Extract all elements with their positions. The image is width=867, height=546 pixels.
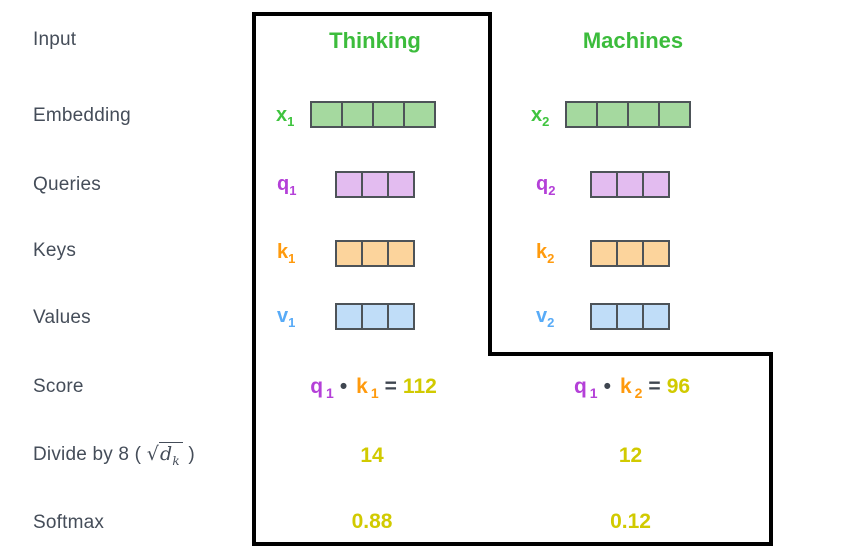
vector-cell (335, 171, 363, 198)
outline-right-lower-edge (769, 352, 773, 546)
value-vector-v2 (590, 303, 670, 330)
vector-label-v2: v2 (536, 305, 555, 330)
row-label-input: Input (33, 29, 77, 50)
vector-cell (616, 171, 644, 198)
outline-right-upper-edge (488, 12, 492, 356)
row-label-values: Values (33, 307, 91, 328)
vector-cell (642, 240, 670, 267)
vector-label-v1: v1 (277, 305, 296, 330)
vector-cell (335, 240, 363, 267)
vector-cell (310, 101, 343, 128)
vector-label-k1: k1 (277, 241, 296, 266)
vector-cell (361, 171, 389, 198)
row-label-divide: Divide by 8 ( √dk ) (33, 442, 195, 468)
row-label-keys: Keys (33, 240, 77, 261)
vector-cell (616, 303, 644, 330)
vector-cell (596, 101, 629, 128)
dot-product-symbol: • (339, 375, 348, 398)
embedding-vector-x1 (310, 101, 436, 128)
vector-cell (565, 101, 598, 128)
divide-label-prefix: Divide by 8 ( (33, 444, 142, 465)
outline-left-edge (252, 12, 256, 546)
dot-product-symbol: • (603, 375, 611, 398)
vector-label-x1: x1 (276, 104, 295, 129)
vector-cell (341, 101, 374, 128)
query-vector-q2 (590, 171, 670, 198)
score1-result: 112 (402, 375, 437, 398)
vector-label-q2: q2 (536, 173, 556, 198)
vector-cell (335, 303, 363, 330)
vector-cell (642, 171, 670, 198)
vector-label-x2: x2 (531, 104, 550, 129)
vector-label-k2: k2 (536, 241, 555, 266)
vector-cell (403, 101, 436, 128)
divide-result-thinking: 14 (360, 444, 384, 467)
key-vector-k2 (590, 240, 670, 267)
softmax-result-thinking: 0.88 (351, 510, 393, 533)
divide-result-machines: 12 (618, 444, 643, 467)
divide-label-suffix: ) (188, 444, 195, 465)
outline-step-edge (488, 352, 773, 356)
row-label-queries: Queries (33, 174, 101, 195)
vector-cell (658, 101, 691, 128)
vector-cell (590, 171, 618, 198)
value-vector-v1 (335, 303, 415, 330)
column-title-machines: Machines (582, 28, 684, 53)
row-label-score: Score (33, 376, 84, 397)
softmax-result-machines: 0.12 (610, 510, 651, 533)
vector-cell (372, 101, 405, 128)
vector-cell (361, 303, 389, 330)
sqrt-dk-term: dk (159, 442, 183, 468)
equals-symbol: = (648, 375, 661, 398)
row-label-softmax: Softmax (33, 512, 105, 533)
equals-symbol: = (384, 375, 397, 398)
vector-cell (387, 303, 415, 330)
key-vector-k1 (335, 240, 415, 267)
outline-bottom-edge (252, 542, 773, 546)
query-vector-q1 (335, 171, 415, 198)
sqrt-radical-symbol: √ (146, 443, 159, 465)
vector-cell (616, 240, 644, 267)
vector-cell (590, 303, 618, 330)
score2-result: 96 (666, 375, 691, 398)
vector-cell (387, 240, 415, 267)
vector-cell (627, 101, 660, 128)
vector-label-q1: q1 (277, 173, 297, 198)
vector-cell (361, 240, 389, 267)
row-label-embedding: Embedding (33, 105, 131, 126)
vector-cell (387, 171, 415, 198)
column-title-thinking: Thinking (329, 28, 421, 53)
outline-top-edge (252, 12, 492, 16)
vector-cell (590, 240, 618, 267)
embedding-vector-x2 (565, 101, 691, 128)
vector-cell (642, 303, 670, 330)
